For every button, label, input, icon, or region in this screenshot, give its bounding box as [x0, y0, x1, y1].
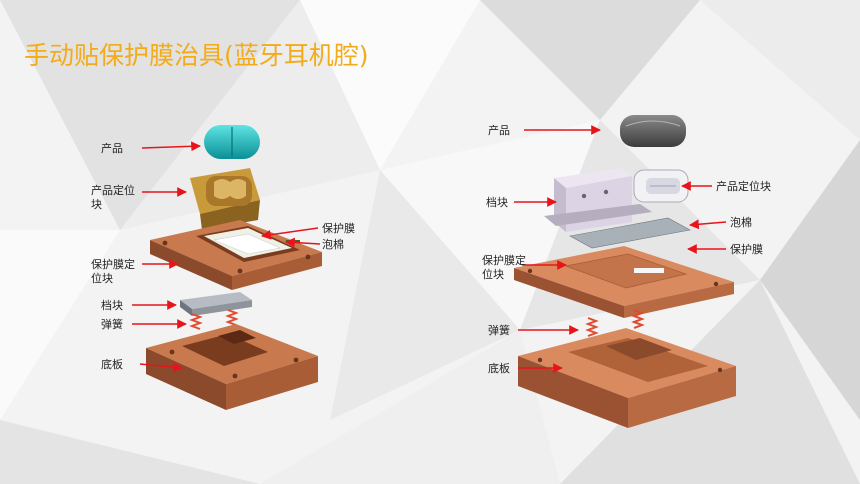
label-left-spring: 弹簧: [101, 318, 123, 331]
label-right-base-plate: 底板: [488, 362, 510, 375]
label-left-product-locator-line2: 块: [91, 198, 102, 211]
arrow-right-foam: [689, 219, 727, 230]
label-left-protective-film: 保护膜: [322, 222, 355, 235]
left-springs: [189, 309, 239, 330]
label-right-foam: 泡棉: [730, 216, 752, 229]
left-base-plate: [146, 324, 318, 410]
label-left-film-locator-line1: 保护膜定: [91, 258, 135, 271]
label-right-spring: 弹簧: [488, 324, 510, 337]
label-left-product-locator-line1: 产品定位: [91, 184, 135, 197]
left-stop-block: [180, 292, 252, 316]
label-left-product: 产品: [101, 142, 123, 155]
arrow-left-product: [141, 141, 201, 152]
right-product-locator-block: [633, 169, 689, 203]
label-right-film-locator-line2: 位块: [482, 268, 504, 281]
left-film-locator-plate: [150, 220, 322, 290]
arrow-left-base: [139, 362, 183, 373]
label-right-product-locator: 产品定位块: [716, 180, 771, 193]
right-foam-sheet: [569, 217, 691, 249]
arrow-left-film: [261, 227, 319, 240]
label-left-foam: 泡棉: [322, 238, 344, 251]
right-film-locator-plate: [514, 246, 734, 318]
callout-arrows: [132, 125, 727, 373]
label-left-base-plate: 底板: [101, 358, 123, 371]
label-right-product: 产品: [488, 124, 510, 137]
right-springs: [585, 309, 645, 337]
label-right-protective-film: 保护膜: [730, 243, 763, 256]
right-product-case: [620, 115, 686, 147]
right-base-plate: [518, 328, 736, 428]
label-right-film-locator-line1: 保护膜定: [482, 254, 526, 267]
page-title: 手动贴保护膜治具(蓝牙耳机腔): [24, 41, 369, 70]
label-left-film-locator-line2: 位块: [91, 272, 113, 285]
label-right-stop-block: 档块: [486, 196, 508, 209]
label-left-stop-block: 档块: [101, 299, 123, 312]
left-product-capsule: [204, 125, 260, 159]
arrow-left-foam: [285, 237, 321, 248]
right-stop-block: [544, 168, 652, 232]
left-assembly: [146, 125, 322, 410]
right-assembly: [514, 115, 736, 428]
left-product-locator-block: [190, 168, 260, 230]
